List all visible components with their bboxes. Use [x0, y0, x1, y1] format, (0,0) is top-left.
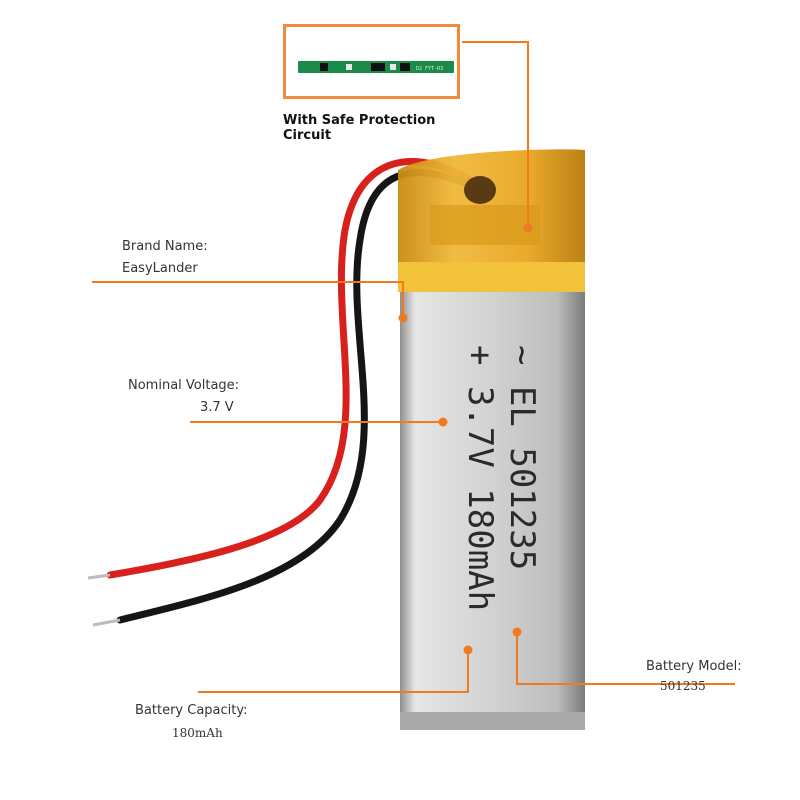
- black-wire-tip: [92, 618, 121, 627]
- capacity-callout-line: [198, 650, 469, 693]
- model-title: Battery Model:: [646, 659, 742, 674]
- protection-circuit-board: D2 FYT-R3: [298, 61, 454, 73]
- capacity-value: 180mAh: [172, 726, 223, 740]
- model-callout-dot: [512, 627, 522, 637]
- red-wire: [106, 158, 474, 579]
- cell-print-line1: ~ EL 501235: [502, 345, 542, 570]
- brand-value: EasyLander: [122, 261, 198, 276]
- model-value: 501235: [660, 679, 706, 693]
- pcb-callout-line: [462, 41, 529, 228]
- pcb-callout-dot: [523, 223, 533, 233]
- voltage-callout-dot: [438, 417, 448, 427]
- cell-printing: ~ EL 501235 + 3.7V 180mAh: [460, 345, 542, 611]
- pcb-caption: With Safe Protection Circuit: [283, 113, 436, 143]
- brand-callout-dot: [398, 313, 408, 323]
- voltage-value: 3.7 V: [200, 400, 234, 415]
- brand-callout-line: [92, 281, 404, 318]
- cell-print-line2: + 3.7V 180mAh: [460, 345, 500, 611]
- model-callout-line: [516, 632, 735, 685]
- black-wire: [116, 169, 474, 624]
- protection-circuit-frame: D2 FYT-R3: [283, 24, 460, 99]
- voltage-title: Nominal Voltage:: [128, 378, 240, 393]
- board-silkscreen: D2 FYT-R3: [416, 66, 443, 72]
- solder-tab: [464, 176, 496, 204]
- cell-bottom-edge: [400, 712, 585, 730]
- battery-cell: [400, 290, 585, 730]
- brand-title: Brand Name:: [122, 239, 208, 254]
- capacity-callout-dot: [463, 645, 473, 655]
- red-wire-tip: [87, 573, 111, 580]
- wrap-band: [398, 262, 585, 292]
- capacity-title: Battery Capacity:: [135, 703, 248, 718]
